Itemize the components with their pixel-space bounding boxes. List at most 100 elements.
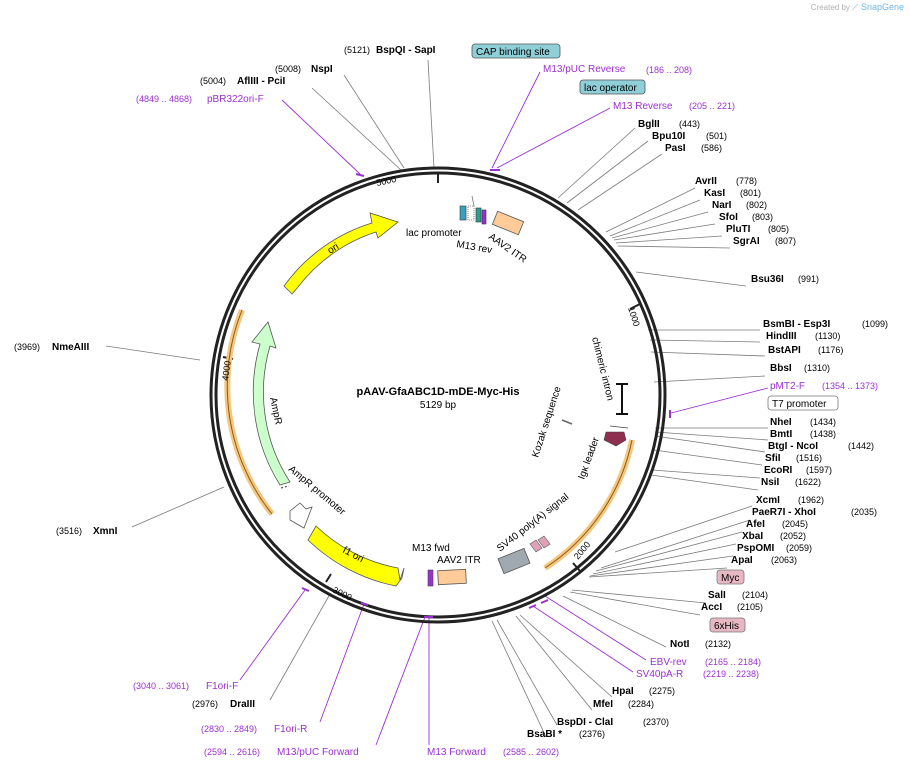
site-hindiii-pos: (1130): [815, 331, 840, 341]
primer-m13puc-fwd-name: M13/pUC Forward: [277, 747, 359, 758]
site-draiii-pos: (2976): [192, 699, 218, 709]
site-nspi-name: NspI: [311, 64, 333, 75]
site-sali-name: SalI: [708, 590, 726, 601]
primer-pmt2-range: (1354 .. 1373): [822, 381, 878, 391]
orange-highlight-right-line: [544, 439, 633, 569]
site-bglii-name: BglII: [638, 119, 660, 130]
aav2-itr-bottom-box: [437, 568, 467, 586]
site-noti-pos: (2132): [705, 639, 731, 649]
site-xmni-pos: (3516): [56, 526, 82, 536]
site-paer7i-pos: (2035): [851, 507, 877, 517]
label-ampr: AmpR: [267, 396, 284, 425]
site-pspomi-pos: (2059): [786, 543, 812, 553]
boxed-label-6xhis: 6xHis: [709, 617, 746, 633]
site-paer7i-name: PaeR7I - XhoI: [752, 507, 816, 518]
primer-markers: [301, 169, 671, 618]
boxed-label-t7: T7 promoter: [767, 395, 839, 411]
site-pspomi-name: PspOMI: [737, 543, 774, 554]
kozak-tick: [609, 425, 629, 429]
site-bmti-name: BmtI: [770, 429, 792, 440]
label-kozak: Kozak sequence: [530, 385, 563, 459]
primer-f1ori-f-name: F1ori-F: [206, 681, 238, 692]
primer-m13-fwd-name: M13 Forward: [427, 747, 486, 758]
site-acci-pos: (2105): [737, 602, 763, 612]
lac-promoter-marker: [467, 205, 475, 221]
site-kasi-pos: (801): [740, 188, 761, 198]
primer-m13-rev-range: (205 .. 221): [689, 101, 735, 111]
aav2-itr-top-box: [491, 210, 525, 236]
primer-leader-lines: [239, 71, 769, 746]
site-bspdi-pos: (2370): [643, 717, 669, 727]
brand-name: SnapGene: [860, 2, 904, 12]
site-nhei-name: NheI: [770, 417, 792, 428]
site-mfei-name: MfeI: [593, 699, 613, 710]
ampr-dash: [280, 485, 290, 489]
site-nsii-pos: (1622): [795, 477, 821, 487]
label-aav2-itr-bottom: AAV2 ITR: [437, 555, 481, 566]
igk-leader-arrow: [603, 431, 627, 447]
sv40-polya-box: [497, 547, 531, 575]
site-afliii-pos: (5004): [200, 76, 226, 86]
site-pasi-name: PasI: [665, 143, 686, 154]
site-mfei-pos: (2284): [628, 699, 654, 709]
site-sfoi-name: SfoI: [719, 212, 738, 223]
label-chimeric-intron: chimeric intron: [589, 336, 615, 402]
site-btgi-name: BtgI - NcoI: [768, 441, 818, 452]
credit-text: Created by: [810, 3, 850, 12]
primer-sv40pa-r-range: (2219 .. 2238): [703, 669, 759, 679]
site-bpu10i-name: Bpu10I: [652, 131, 686, 142]
primer-pbr322-range: (4849 .. 4868): [136, 94, 192, 104]
site-bspqi-name: BspQI - SapI: [376, 45, 436, 56]
f1-ori-arrow: [307, 525, 405, 587]
restriction-site-labels: (5121) BspQI - SapI (5008) NspI (5004) A…: [14, 45, 888, 740]
site-sfoi-pos: (803): [752, 212, 773, 222]
site-bstapi-pos: (1176): [818, 345, 843, 355]
site-bbsi-pos: (1310): [804, 363, 830, 373]
primer-f1ori-r-range: (2830 .. 2849): [201, 724, 257, 734]
6xhis-text: 6xHis: [714, 621, 739, 632]
site-bspqi-pos: (5121): [344, 45, 370, 55]
ampr-arrow: [251, 321, 291, 486]
plasmid-length: 5129 bp: [420, 400, 457, 411]
primer-pbr322-name: pBR322ori-F: [207, 94, 264, 105]
site-bglii-pos: (443): [679, 119, 700, 129]
site-nmeaiii-pos: (3969): [14, 342, 40, 352]
site-bsabi-pos: (2376): [579, 729, 605, 739]
site-btgi-pos: (1442): [848, 441, 874, 451]
lac-operator-marker: [475, 207, 482, 223]
site-sali-pos: (2104): [742, 590, 768, 600]
site-nari-name: NarI: [712, 200, 732, 211]
kozak-marker: [561, 419, 573, 425]
cap-binding-site-text: CAP binding site: [476, 47, 550, 58]
boxed-label-cap: CAP binding site: [471, 43, 561, 59]
tick-marks: [222, 172, 641, 583]
site-pluti-name: PluTI: [726, 224, 751, 235]
tick-label-4000: 4000: [220, 360, 233, 381]
primer-sv40pa-r-name: SV40pA-R: [636, 669, 683, 680]
site-sfii-pos: (1516): [796, 453, 822, 463]
site-leader-lines: [105, 59, 769, 738]
site-nspi-pos: (5008): [275, 64, 301, 74]
site-nari-pos: (802): [746, 200, 767, 210]
primer-ebv-rev-name: EBV-rev: [650, 657, 687, 668]
label-aav2-itr-top: AAV2 ITR: [486, 231, 528, 265]
site-xcmi-pos: (1962): [798, 495, 824, 505]
site-ecori-pos: (1597): [806, 465, 832, 475]
site-afei-name: AfeI: [746, 519, 765, 530]
plasmid-name: pAAV-GfaABC1D-mDE-Myc-His: [357, 386, 520, 398]
site-nsii-name: NsiI: [761, 477, 780, 488]
site-ecori-name: EcoRI: [764, 465, 793, 476]
site-afliii-name: AflIII - PciI: [237, 76, 286, 87]
site-afei-pos: (2045): [782, 519, 808, 529]
site-kasi-name: KasI: [704, 188, 725, 199]
primer-f1ori-f-range: (3040 .. 3061): [133, 681, 189, 691]
label-ori: ori: [326, 241, 341, 256]
site-apai-pos: (2063): [771, 555, 797, 565]
primer-f1ori-r-name: F1ori-R: [274, 724, 307, 735]
site-pluti-pos: (805): [768, 224, 789, 234]
site-noti-name: NotI: [670, 639, 690, 650]
tick-label-1000: 1000: [626, 306, 642, 328]
primer-m13puc-fwd-range: (2594 .. 2616): [204, 747, 260, 757]
site-apai-name: ApaI: [731, 555, 753, 566]
